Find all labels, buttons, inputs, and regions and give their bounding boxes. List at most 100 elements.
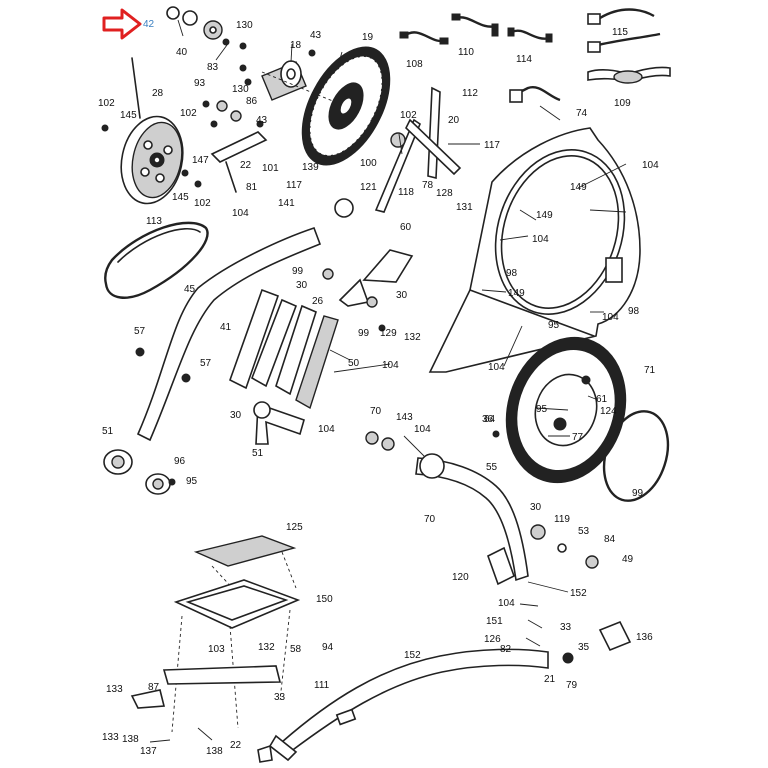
callout: 133 (106, 684, 123, 695)
callout: 77 (572, 432, 584, 443)
callout: 41 (220, 322, 232, 333)
callout: 126 (484, 634, 501, 645)
callout: 104 (498, 598, 515, 609)
callout: 104 (318, 424, 335, 435)
callout: 98 (628, 306, 640, 317)
callout: 104 (642, 160, 659, 171)
callout: 36 (482, 414, 494, 425)
callout: 104 (488, 362, 505, 373)
callout: 149 (508, 288, 525, 299)
callout: 20 (448, 115, 460, 126)
callout: 117 (484, 140, 500, 151)
frame-and-shroud (374, 86, 641, 373)
callout: 104 (232, 208, 249, 219)
callout: 70 (370, 406, 382, 417)
callout: 104 (382, 360, 399, 371)
callout: 45 (184, 284, 196, 295)
callout: 129 (380, 328, 397, 339)
callout: 42 (143, 19, 155, 30)
wire-harnesses (399, 8, 671, 103)
drive-belt (104, 221, 209, 299)
callout-labels: 42 40 83 130 18 43 19 108 110 114 115 10… (98, 19, 659, 757)
callout: 102 (180, 108, 197, 119)
callout: 108 (406, 59, 423, 70)
callout: 139 (302, 162, 319, 173)
callout: 40 (176, 47, 188, 58)
callout: 93 (194, 78, 206, 89)
left-upright-arm (103, 226, 322, 495)
callout: 149 (570, 182, 587, 193)
callout: 94 (322, 642, 334, 653)
callout: 132 (404, 332, 421, 343)
pedal-assembly (130, 535, 301, 733)
flywheel-assembly (166, 6, 391, 166)
callout: 51 (102, 426, 114, 437)
callout: 33 (560, 622, 572, 633)
leader-lines (149, 19, 627, 743)
callout: 70 (424, 514, 436, 525)
callout: 130 (232, 84, 249, 95)
callout: 57 (134, 326, 146, 337)
callout: 30 (396, 290, 408, 301)
callout: 124 (600, 406, 617, 417)
callout: 102 (400, 110, 417, 121)
callout: 61 (596, 394, 608, 405)
callout: 113 (146, 216, 162, 227)
highlight-arrow-icon (102, 8, 142, 40)
callout: 130 (236, 20, 253, 31)
callout: 132 (258, 642, 275, 653)
callout: 102 (194, 198, 211, 209)
callout: 151 (486, 616, 503, 627)
callout: 137 (140, 746, 157, 757)
callout: 83 (207, 62, 219, 73)
guard-panels (229, 198, 414, 410)
callout: 96 (174, 456, 186, 467)
callout: 55 (486, 462, 498, 473)
callout: 84 (604, 534, 616, 545)
callout: 128 (436, 188, 453, 199)
callout: 103 (208, 644, 225, 655)
crank-arm (253, 401, 395, 451)
callout: 114 (516, 54, 532, 65)
callout: 30 (296, 280, 308, 291)
callout: 28 (152, 88, 164, 99)
callout: 50 (348, 358, 360, 369)
callout: 74 (576, 108, 588, 119)
callout: 99 (358, 328, 370, 339)
callout: 87 (148, 682, 160, 693)
callout: 133 (102, 732, 119, 743)
callout: 143 (396, 412, 413, 423)
callout: 53 (578, 526, 590, 537)
callout: 150 (316, 594, 333, 605)
callout: 120 (452, 572, 469, 583)
callout: 43 (310, 30, 322, 41)
callout: 57 (200, 358, 212, 369)
callout: 110 (458, 47, 474, 58)
callout: 141 (278, 198, 295, 209)
callout: 18 (290, 40, 302, 51)
callout: 78 (422, 180, 434, 191)
callout: 95 (536, 404, 548, 415)
callout: 125 (286, 522, 303, 533)
callout: 60 (400, 222, 412, 233)
callout: 152 (570, 588, 587, 599)
callout: 104 (414, 424, 431, 435)
callout: 100 (360, 158, 377, 169)
callout: 49 (622, 554, 634, 565)
callout: 95 (186, 476, 198, 487)
callout: 98 (506, 268, 518, 279)
callout: 33 (274, 692, 286, 703)
callout: 131 (456, 202, 473, 213)
callout: 81 (246, 182, 258, 193)
callout: 145 (172, 192, 189, 203)
callout: 21 (544, 674, 556, 685)
lower-beam (257, 648, 549, 763)
callout: 64 (484, 414, 496, 425)
callout: 136 (636, 632, 653, 643)
callout: 99 (292, 266, 304, 277)
callout: 30 (230, 410, 242, 421)
callout: 117 (286, 180, 302, 191)
callout: 138 (122, 734, 139, 745)
callout: 58 (290, 644, 302, 655)
